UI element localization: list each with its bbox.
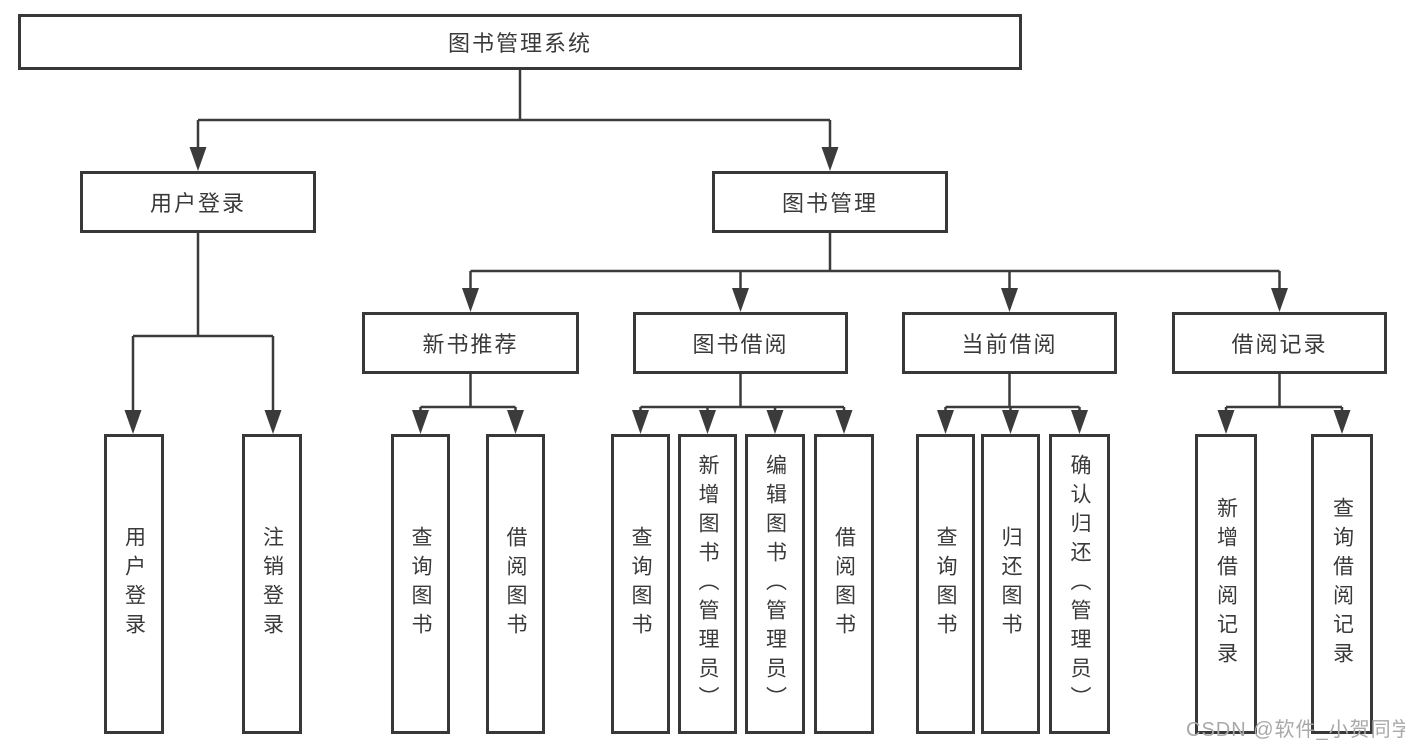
node-book-borrow-label: 图书借阅 (692, 332, 789, 357)
arrowhead-icon (732, 288, 749, 312)
leaf-bor-add-books-label: 新增图书（管理员） (696, 453, 719, 715)
node-user-login-label: 用户登录 (149, 191, 246, 216)
leaf-cur-return-books: 归还图书 (981, 434, 1040, 734)
leaf-cur-query-books: 查询图书 (916, 434, 975, 734)
leaf-logout: 注销登录 (242, 434, 302, 734)
leaf-bor-query-books-label: 查询图书 (629, 526, 652, 642)
node-current-borrow: 当前借阅 (902, 312, 1117, 374)
arrowhead-icon (1001, 288, 1018, 312)
arrowhead-icon (937, 410, 954, 434)
arrowhead-icon (835, 410, 853, 434)
leaf-logout-label: 注销登录 (260, 526, 284, 642)
leaf-cur-return-books-label: 归还图书 (999, 526, 1022, 642)
arrowhead-icon (1333, 410, 1351, 434)
node-borrow-records-label: 借阅记录 (1231, 332, 1328, 357)
leaf-bor-query-books: 查询图书 (611, 434, 670, 734)
arrowhead-icon (264, 410, 282, 434)
node-user-login: 用户登录 (80, 171, 316, 233)
arrowhead-icon (1217, 410, 1235, 434)
leaf-bor-borrow-books-label: 借阅图书 (832, 526, 856, 642)
leaf-cur-confirm-return: 确认归还（管理员） (1049, 434, 1110, 734)
watermark: CSDN @软件_小贺同学 (1186, 719, 1405, 741)
leaf-rec-query-books: 查询图书 (391, 434, 450, 734)
tree-edges (133, 70, 1342, 409)
leaf-hist-add-record: 新增借阅记录 (1195, 434, 1257, 734)
arrowhead-icon (189, 147, 207, 171)
arrowhead-icon (766, 410, 784, 434)
arrowhead-icon (699, 410, 716, 434)
leaf-hist-add-record-label: 新增借阅记录 (1214, 497, 1238, 671)
leaf-cur-query-books-label: 查询图书 (934, 526, 957, 642)
leaf-user-login: 用户登录 (104, 434, 164, 734)
arrowhead-icon (507, 410, 524, 434)
node-root-label: 图书管理系统 (447, 31, 592, 56)
node-borrow-records: 借阅记录 (1172, 312, 1387, 374)
arrowhead-icon (632, 410, 649, 434)
leaf-rec-borrow-books: 借阅图书 (486, 434, 545, 734)
leaf-hist-query-record: 查询借阅记录 (1311, 434, 1373, 734)
leaf-bor-edit-books-label: 编辑图书（管理员） (763, 453, 787, 715)
leaf-rec-query-books-label: 查询图书 (409, 526, 432, 642)
leaf-user-login-label: 用户登录 (122, 526, 146, 642)
arrowhead-icon (1071, 410, 1088, 434)
node-root: 图书管理系统 (18, 14, 1022, 70)
arrowhead-icon (821, 147, 839, 171)
node-book-borrow: 图书借阅 (633, 312, 848, 374)
arrowhead-icon (412, 410, 429, 434)
node-new-books-label: 新书推荐 (422, 332, 519, 357)
node-new-books: 新书推荐 (362, 312, 579, 374)
leaf-rec-borrow-books-label: 借阅图书 (504, 526, 527, 642)
node-current-borrow-label: 当前借阅 (961, 332, 1058, 357)
arrowhead-icon (462, 288, 479, 312)
leaf-bor-borrow-books: 借阅图书 (814, 434, 874, 734)
node-book-mgmt-label: 图书管理 (781, 191, 878, 216)
arrowhead-icon (1002, 410, 1019, 434)
arrowhead-icon (1271, 288, 1288, 312)
leaf-hist-query-record-label: 查询借阅记录 (1330, 497, 1354, 671)
leaf-bor-edit-books: 编辑图书（管理员） (745, 434, 805, 734)
node-book-mgmt: 图书管理 (712, 171, 948, 233)
leaf-cur-confirm-return-label: 确认归还（管理员） (1068, 453, 1091, 715)
arrowhead-icon (124, 410, 142, 434)
leaf-bor-add-books: 新增图书（管理员） (678, 434, 737, 734)
